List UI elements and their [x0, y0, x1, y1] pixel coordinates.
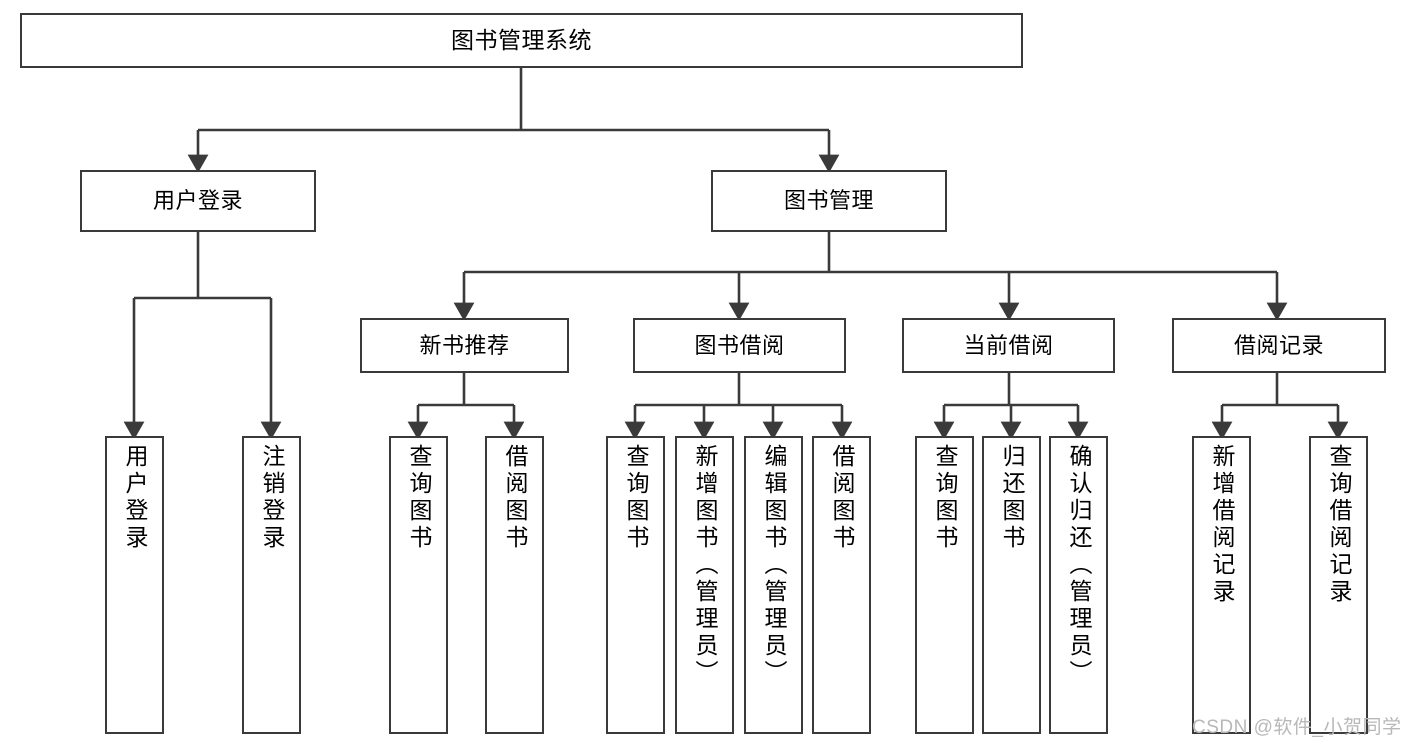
node-leaf-query-borrow-record[interactable]: 查询借阅记录 [1309, 436, 1368, 734]
node-label: 图书管理系统 [451, 27, 592, 54]
node-root-book-management-system[interactable]: 图书管理系统 [20, 13, 1023, 68]
node-user-login[interactable]: 用户登录 [80, 170, 316, 232]
node-label: 当前借阅 [963, 332, 1054, 358]
node-label: 查询图书 [623, 444, 649, 552]
node-label: 编辑图书（管理员） [761, 444, 787, 687]
node-book-borrow[interactable]: 图书借阅 [633, 318, 846, 373]
node-leaf-borrow-book-recommend[interactable]: 借阅图书 [485, 436, 544, 734]
node-label: 借阅图书 [829, 444, 855, 552]
node-leaf-edit-book-admin[interactable]: 编辑图书（管理员） [744, 436, 803, 734]
node-label: 新增借阅记录 [1209, 444, 1235, 606]
node-label: 归还图书 [999, 444, 1025, 552]
node-label: 用户登录 [122, 444, 148, 552]
node-label: 确认归还（管理员） [1066, 444, 1092, 687]
node-book-management[interactable]: 图书管理 [711, 170, 947, 232]
node-label: 查询图书 [406, 444, 432, 552]
watermark-credit: CSDN @软件_小贺同学 [1192, 717, 1402, 738]
node-leaf-logout[interactable]: 注销登录 [242, 436, 301, 734]
node-label: 新增图书（管理员） [692, 444, 718, 687]
node-label: 查询借阅记录 [1326, 444, 1352, 606]
node-leaf-user-login[interactable]: 用户登录 [105, 436, 164, 734]
node-leaf-confirm-return-admin[interactable]: 确认归还（管理员） [1049, 436, 1108, 734]
node-current-borrow[interactable]: 当前借阅 [902, 318, 1115, 373]
node-new-book-recommend[interactable]: 新书推荐 [360, 318, 569, 373]
node-label: 图书管理 [783, 188, 874, 214]
node-leaf-add-borrow-record[interactable]: 新增借阅记录 [1192, 436, 1251, 734]
node-label: 注销登录 [259, 444, 285, 552]
node-leaf-add-book-admin[interactable]: 新增图书（管理员） [675, 436, 734, 734]
node-leaf-return-book[interactable]: 归还图书 [982, 436, 1041, 734]
node-leaf-query-book-borrow[interactable]: 查询图书 [606, 436, 665, 734]
node-label: 图书借阅 [694, 332, 785, 358]
node-leaf-borrow-book[interactable]: 借阅图书 [812, 436, 871, 734]
node-label: 借阅图书 [502, 444, 528, 552]
node-label: 用户登录 [152, 188, 243, 214]
node-label: 新书推荐 [419, 332, 510, 358]
node-label: 借阅记录 [1233, 332, 1324, 358]
node-borrow-record[interactable]: 借阅记录 [1172, 318, 1386, 373]
node-label: 查询图书 [932, 444, 958, 552]
node-leaf-query-book-current[interactable]: 查询图书 [915, 436, 974, 734]
node-leaf-query-book-recommend[interactable]: 查询图书 [389, 436, 448, 734]
